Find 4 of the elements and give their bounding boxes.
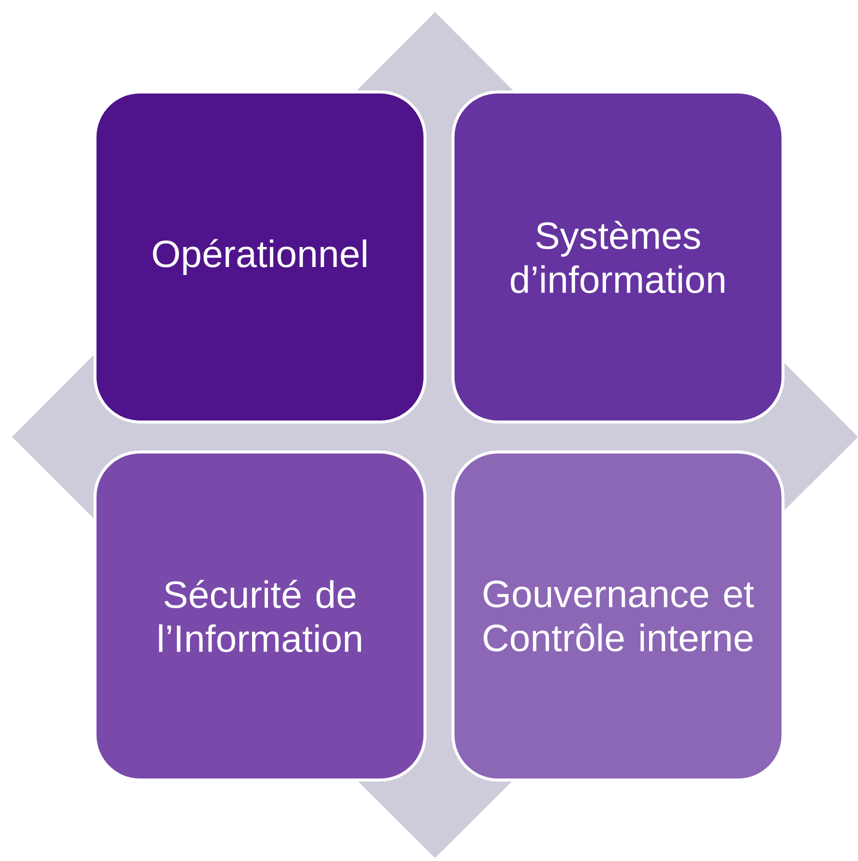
category-box: Opérationnel — [94, 90, 426, 424]
category-box: Systèmes d’information — [452, 90, 784, 424]
category-box: Gouvernance et Contrôle interne — [452, 450, 784, 782]
category-box: Sécurité de l’Information — [94, 450, 426, 782]
